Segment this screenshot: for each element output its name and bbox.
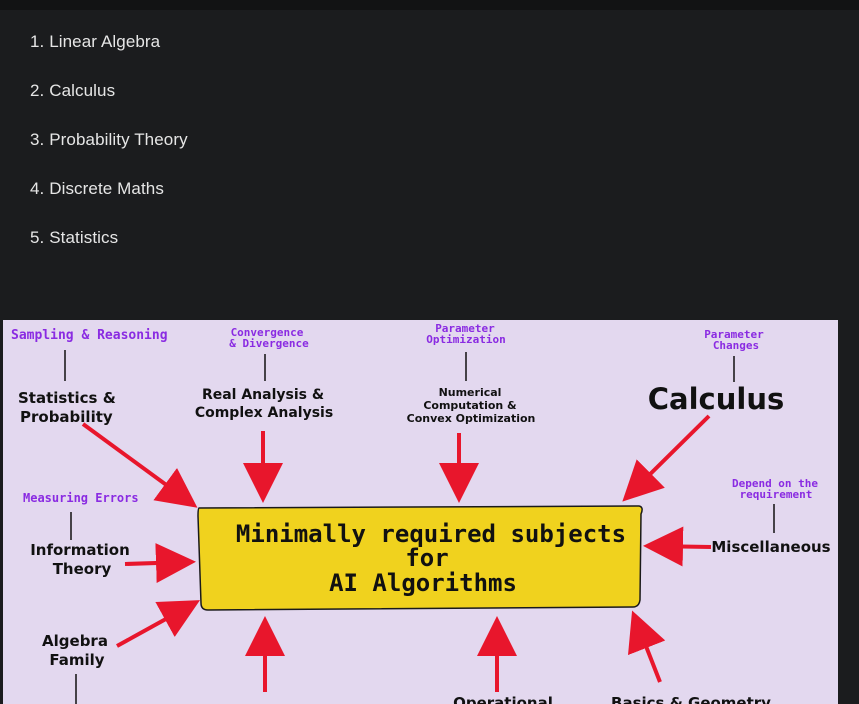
- info-label-line2: Theory: [53, 560, 112, 578]
- top-bar: [0, 0, 859, 10]
- misc-purpose-line2: requirement: [740, 488, 813, 501]
- info-purpose: Measuring Errors: [23, 491, 139, 505]
- list-item: 5. Statistics: [30, 228, 119, 247]
- center-box: [197, 505, 643, 611]
- bottom-label-partial-2: Basics & Geometry: [611, 694, 771, 704]
- real-purpose-line2: & Divergence: [229, 337, 309, 350]
- stats-label-line2: Probability: [20, 408, 113, 426]
- subjects-diagram: Minimally required subjects for AI Algor…: [11, 322, 831, 704]
- real-purpose-line1: Convergence: [231, 326, 304, 339]
- stats-purpose: Sampling & Reasoning: [11, 328, 168, 343]
- numerical-label-line3: Convex Optimization: [407, 412, 536, 425]
- real-label-line2: Complex Analysis: [195, 405, 333, 421]
- info-label-line1: Information: [30, 541, 130, 559]
- numerical-label-line1: Numerical: [439, 386, 502, 399]
- center-title-line1: Minimally required subjects: [236, 520, 626, 548]
- stats-label-line1: Statistics &: [18, 389, 116, 407]
- misc-arrow: [643, 526, 712, 567]
- algebra-label-line1: Algebra: [42, 632, 108, 650]
- center-title-line3: AI Algorithms: [329, 569, 517, 597]
- numerical-purpose-line2: Optimization: [426, 333, 505, 346]
- calculus-purpose-line2: Changes: [713, 339, 759, 352]
- misc-purpose-line1: Depend on the: [732, 477, 818, 490]
- numerical-label-line2: Computation &: [423, 399, 517, 412]
- real-label-line1: Real Analysis &: [202, 387, 324, 403]
- calculus-arrow: [622, 414, 711, 502]
- algebra-label-line2: Family: [49, 651, 104, 669]
- misc-label: Miscellaneous: [711, 538, 830, 556]
- diagram-image: Minimally required subjects for AI Algor…: [3, 320, 838, 704]
- list-item: 2. Calculus: [30, 81, 116, 100]
- bottom-label-partial-1: Operational: [453, 694, 553, 704]
- numerical-purpose-line1: Parameter: [435, 322, 495, 335]
- calculus-purpose-line1: Parameter: [704, 328, 764, 341]
- list-item: 1. Linear Algebra: [30, 32, 161, 51]
- algebra-arrow: [116, 600, 201, 648]
- calculus-label: Calculus: [648, 382, 784, 416]
- list-item: 4. Discrete Maths: [30, 179, 164, 198]
- list-item: 3. Probability Theory: [30, 130, 188, 149]
- center-title-line2: for: [405, 544, 448, 572]
- subject-list: 1. Linear Algebra 2. Calculus 3. Probabi…: [30, 30, 188, 275]
- stats-arrow: [81, 422, 198, 508]
- bottom-arrow-right: [628, 610, 666, 683]
- info-arrow: [124, 543, 196, 584]
